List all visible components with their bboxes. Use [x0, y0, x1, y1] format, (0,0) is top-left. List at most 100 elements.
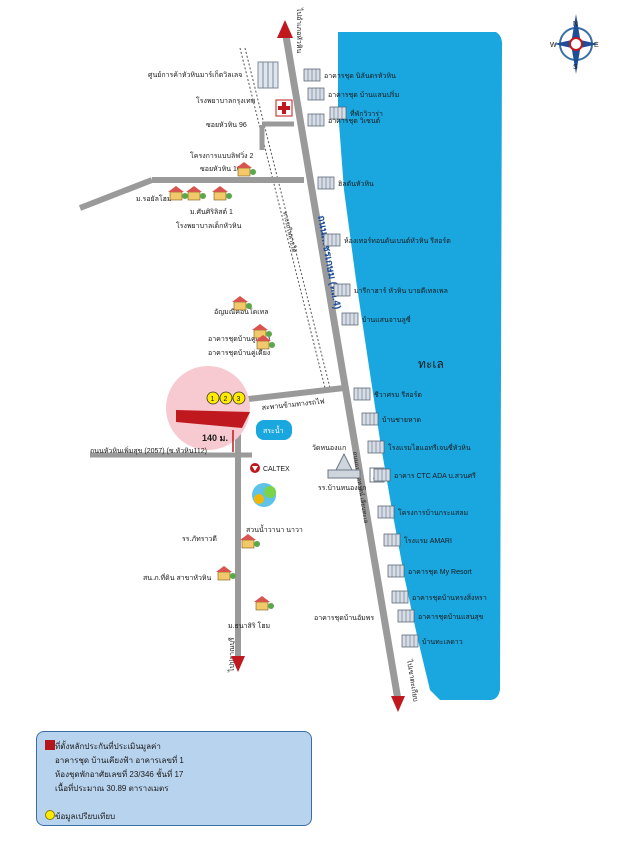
legend-line-1: ที่ตั้งหลักประกันที่ประเมินมูลค่า [55, 742, 161, 751]
label-hospital-school: โรงพยาบาลเด็กหัวหิน [176, 221, 242, 230]
house-icon [254, 596, 274, 611]
label-market-village: ศูนย์การค้าหัวหินมาร์เก็ตวิลเลจ [148, 70, 242, 79]
subject-radius-circle [166, 366, 250, 450]
comparison-marker-3: 3 [232, 391, 246, 405]
direction-southeast-label: ไปเขาตะเกียบ [405, 658, 421, 702]
caltex-logo: CALTEX [250, 463, 290, 473]
east-building-1: อาคารชุด นิลันดรหัวหิน [303, 68, 396, 82]
east-building-label: ฮิลตันหัวหิน [338, 180, 374, 188]
direction-north-label: ไปอำเภอหัวหิน [295, 7, 304, 53]
east-building-label: โรงแรมไฮแอทรีเจนซี่หัวหิน [388, 443, 471, 452]
south-arrow-icon [391, 696, 405, 712]
label-apartment-2: อาคารชุดบ้านคู่เคียง [208, 335, 270, 343]
comparison-marker-2: 2 [219, 391, 233, 405]
east-building-label: อาคารชุดบ้านทรงสิ่งหรา [412, 593, 487, 602]
east-building-label: ที่พักวิวาร่า [350, 109, 383, 118]
east-building-5: ฮิลตันหัวหิน [317, 176, 374, 190]
east-building-label: อาคารชุด บ้านแสนปริ่ม [328, 90, 399, 99]
east-building-11: โรงแรมไฮแอทรีเจนซี่หัวหิน [367, 440, 471, 454]
house-icon [186, 186, 206, 201]
east-building-18: บ้านทะเลดาว [401, 634, 463, 648]
legend-line-3: ห้องชุดพักอาศัยเลขที่ 23/346 ชั้นที่ 17 [55, 770, 184, 779]
east-building-label: อาคารชุด นิลันดรหัวหิน [324, 72, 396, 80]
house-icon [255, 335, 275, 350]
main-highway [277, 20, 405, 712]
east-building-7: มารีกาฮาร์ หัวหิน บายดีเทลเพล [333, 283, 448, 297]
east-building-label: มารีกาฮาร์ หัวหิน บายดีเทลเพล [354, 287, 448, 295]
label-school-2: รร.ภัทราวดี [182, 535, 217, 543]
sea-area [338, 32, 503, 700]
temple-icon [327, 452, 361, 479]
east-building-15: อาคารชุด My Resort [387, 564, 472, 578]
railway [239, 47, 332, 393]
house-icon [216, 566, 236, 581]
house-icon [232, 296, 252, 311]
park-label: สวนน้ำวานา นาวา [246, 523, 303, 534]
east-building-label: บ้านแสนจานลูซี่ [362, 315, 411, 324]
east-building-10: บ้านชายหาด [361, 412, 421, 426]
legend-subject-swatch [45, 740, 55, 750]
house-icon [168, 186, 188, 201]
east-building-17: อาคารชุดบ้านแสนสุข [397, 609, 484, 623]
map-legend: ที่ตั้งหลักประกันที่ประเมินมูลค่า อาคารช… [36, 731, 312, 826]
east-building-2: อาคารชุด บ้านแสนปริ่ม [307, 87, 399, 101]
compass-s: S [573, 64, 578, 71]
east-building-label: โรงแรม AMARI [404, 536, 452, 545]
label-soi-112: ถนนหัวหินเพิ่มสุข (2057) (ซ.หัวหิน112) [90, 446, 207, 455]
east-building-label: อาคารชุดบ้านแสนสุข [418, 613, 484, 621]
building-icon-market [257, 61, 279, 89]
east-building-label: ชีวาศรม รีสอร์ต [374, 391, 422, 399]
east-building-label: อาคาร CTC ADA บ.สวนศรี [394, 472, 476, 480]
label-project-2: โครงการแบบลิฟวิ่ง 2 [190, 151, 253, 160]
house-icon [240, 534, 260, 549]
label-soi-102: ซอยหัวหิน 102 [200, 165, 245, 173]
east-building-label: ห้องเทอร์ทอนดันเบนต์หัวหิน รีสอร์ต [344, 237, 451, 245]
compass-rose-icon: N S E W [550, 14, 599, 74]
sea-label: ทะเล [418, 357, 444, 371]
east-building-label: อาคารชุด My Resort [408, 569, 472, 576]
house-icons [168, 162, 275, 611]
label-village-3: ม.ธนาสิริ โฮม [228, 621, 270, 630]
railway-label: ทางรถไฟสายใต้ [281, 211, 298, 254]
north-arrow-icon [277, 20, 293, 38]
pond-label: สระน้ำ [263, 424, 284, 435]
east-building-16: อาคารชุดบ้านทรงสิ่งหรา [391, 590, 487, 604]
comparison-marker-1: 1 [206, 391, 220, 405]
compass-e: E [594, 42, 599, 49]
label-temple: วัดหนองแก [312, 444, 346, 452]
road-south-arrow-icon [231, 656, 245, 672]
east-building-label: โครงการบ้านกระแสลม [398, 508, 468, 517]
east-building-4: อาคารชุด วิเซนต์ [307, 113, 381, 127]
legend-line-2: อาคารชุด บ้านเคียงฟ้า อาคารเลขที่ 1 [55, 756, 184, 765]
legend-line-5: ข้อมูลเปรียบเทียบ [55, 812, 116, 821]
house-icon [212, 186, 232, 201]
label-village-2: ม.ศันศิริลิสต์ 1 [190, 208, 233, 216]
label-school-3: รร.บ้านหนองแก [318, 484, 366, 492]
label-bangkok-hospital: โรงพยาบาลกรุงเทพ [196, 96, 256, 105]
pond [256, 420, 292, 440]
compass-w: W [550, 42, 557, 49]
hospital-cross-icon [275, 99, 293, 117]
east-building-6: ห้องเทอร์ทอนดันเบนต์หัวหิน รีสอร์ต [323, 233, 451, 247]
east-building-3: ที่พักวิวาร่า [329, 106, 383, 120]
east-building-label: บ้านทะเลดาว [422, 638, 463, 646]
label-apartment-1: อัญมณีคอนโดเทล [214, 307, 269, 316]
legend-comparison-swatch [45, 810, 55, 820]
east-building-label: อาคารชุด วิเซนต์ [328, 117, 381, 125]
east-building-8: บ้านแสนจานลูซี่ [341, 312, 411, 326]
subject-plot [176, 410, 250, 428]
side-roads [78, 121, 345, 660]
east-building-14: โรงแรม AMARI [383, 533, 452, 547]
legend-line-4: เนื้อที่ประมาณ 30.89 ตารางเมตร [55, 784, 169, 793]
label-condo-west: อาคารชุดบ้านอัมพร [314, 614, 374, 622]
direction-south-label: ไปปราณบุรี [227, 637, 236, 673]
east-building-13: โครงการบ้านกระแสลม [377, 505, 468, 519]
distance-label: 140 ม. [202, 433, 228, 443]
house-icon [236, 162, 256, 177]
east-building-label: บ้านชายหาด [382, 416, 421, 424]
east-building-9: ชีวาศรม รีสอร์ต [353, 387, 422, 401]
water-park-icon [252, 483, 276, 507]
